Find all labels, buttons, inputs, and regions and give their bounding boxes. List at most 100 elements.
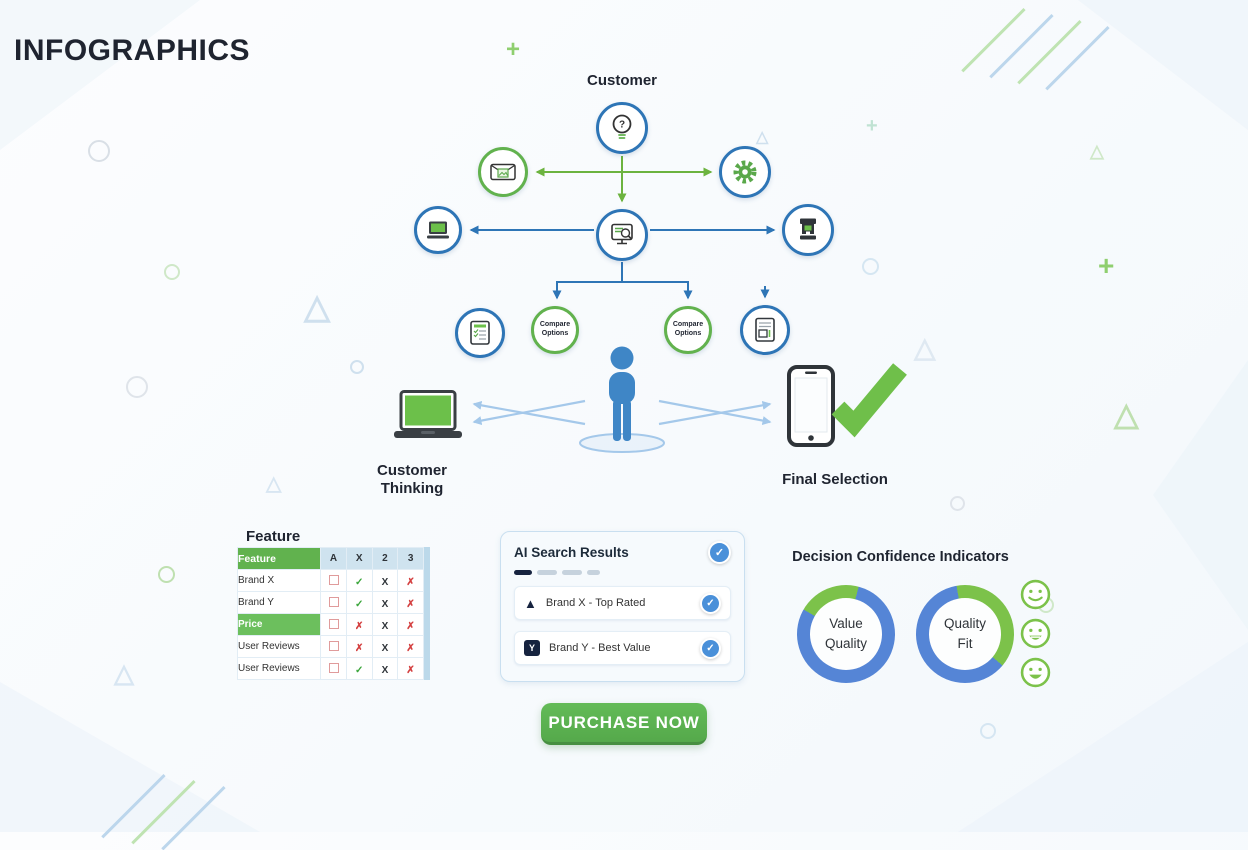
feature-cell-mark: ✗ (406, 642, 415, 654)
feature-cell-checkbox (328, 619, 339, 630)
decor-circle (158, 566, 175, 583)
feature-cell-mark: ✗ (406, 576, 415, 588)
decor-circle (164, 264, 180, 280)
feature-row-label: User Reviews (236, 635, 322, 658)
feature-row-label: Brand X (236, 569, 322, 592)
feature-row-label: Price (236, 613, 322, 636)
column-header: Feature (236, 547, 322, 570)
search-result-label: Brand X - Top Rated (545, 597, 646, 609)
compare-options-node-left: Compare Options (531, 306, 579, 354)
donut-label-line: Quality (943, 615, 987, 631)
compare-options-label: Compare (539, 321, 571, 329)
feature-table-title: Feature (246, 528, 301, 545)
decor-triangle: △ (304, 288, 331, 326)
decor-wash-top-right (1078, 0, 1248, 130)
decor-diagonal-line (131, 780, 196, 844)
brand-x-logo-icon: ▲ (524, 595, 537, 611)
smiley-face-icon (1020, 657, 1051, 688)
check-circle-icon: ✓ (708, 541, 731, 564)
report-document-icon (755, 317, 775, 342)
page-title: INFOGRAPHICS (14, 34, 251, 67)
decor-triangle: △ (756, 129, 769, 146)
column-header: A (320, 547, 347, 570)
customer-thinking-device (394, 390, 462, 445)
donut-label-line: Value (829, 615, 863, 631)
feature-row-label: Brand Y (236, 591, 322, 614)
decor-triangle: △ (266, 473, 282, 495)
search-result-row: ▲ Brand X - Top Rated ✓ (514, 586, 731, 620)
table-header-row: Feature A X 2 3 (236, 547, 424, 570)
feature-cell-checkbox (328, 575, 339, 586)
feature-cell-mark: ✓ (355, 598, 364, 610)
feature-cell-mark: X (381, 598, 389, 610)
progress-segment (514, 570, 532, 575)
smiley-face-icon (1020, 579, 1051, 610)
decor-circle (950, 496, 965, 511)
feature-cell-mark: ✗ (355, 642, 364, 654)
customer-thinking-label: Customer Thinking (376, 462, 447, 497)
check-circle-icon: ✓ (700, 592, 721, 614)
decor-plus: + (1098, 250, 1115, 281)
feature-cell-mark: ✗ (355, 620, 364, 632)
decor-diagonal-line (101, 774, 166, 838)
table-row: User Reviews ✗ X ✗ (236, 635, 424, 658)
decor-wash-bottom-right (958, 642, 1248, 832)
email-photo-icon (490, 163, 516, 181)
brand-y-logo-icon: Y (524, 640, 540, 656)
decor-wash-bottom-left (0, 682, 260, 832)
feature-cell-mark: X (381, 664, 389, 676)
column-header: 2 (371, 547, 399, 570)
table-row: Brand Y ✓ X ✗ (236, 591, 424, 614)
feature-cell-mark: X (381, 642, 389, 654)
table-accent-strip (424, 547, 430, 680)
feature-cell-checkbox (328, 597, 339, 608)
product-search-doc-icon (611, 223, 633, 245)
decor-circle (862, 258, 879, 275)
decor-diagonal-line (989, 14, 1054, 78)
decor-circle (126, 376, 148, 398)
decor-circle (980, 723, 996, 739)
progress-segment (587, 570, 600, 575)
smiley-face-icon (1020, 618, 1051, 649)
ai-progress-bar (501, 567, 744, 575)
customer-idea-node: ? (596, 102, 648, 154)
confidence-title: Decision Confidence Indicators (792, 549, 1009, 565)
coffee-machine-icon (800, 218, 816, 240)
decor-triangle: △ (1114, 396, 1139, 432)
progress-segment (562, 570, 582, 575)
table-row: Brand X ✓ X ✗ (236, 569, 424, 592)
feature-cell-mark: ✓ (355, 664, 364, 676)
decor-diagonal-line (161, 786, 226, 850)
donut-label-line: Fit (957, 636, 973, 651)
decor-diagonal-line (1045, 26, 1110, 90)
customer-label: Customer (586, 72, 657, 89)
feature-cell-mark: X (381, 620, 389, 632)
decor-circle (88, 140, 110, 162)
purchase-now-button[interactable]: PURCHASE NOW (541, 703, 707, 745)
decor-circle (350, 360, 364, 374)
column-header: X (345, 547, 373, 570)
final-selection-device (786, 363, 907, 459)
product-search-node (596, 209, 648, 261)
column-header: 3 (397, 547, 424, 570)
decor-diagonal-line (961, 8, 1026, 72)
confidence-donut-quality-fit: Quality Fit (916, 585, 1014, 683)
decor-plus: + (506, 36, 521, 63)
feature-cell-mark: ✗ (406, 620, 415, 632)
feature-cell-checkbox (328, 641, 339, 652)
feature-cell-mark: ✗ (406, 664, 415, 676)
svg-text:?: ? (619, 120, 625, 131)
decor-wash-top-left (0, 0, 200, 150)
table-row: Price ✗ X ✗ (236, 613, 424, 636)
settings-channel-node (719, 146, 771, 198)
feature-cell-mark: ✗ (406, 598, 415, 610)
green-checkmark-icon (831, 363, 907, 438)
email-channel-node (478, 147, 528, 197)
ai-search-title: AI Search Results (514, 545, 629, 560)
feature-row-label: User Reviews (236, 657, 322, 680)
progress-segment (537, 570, 557, 575)
confidence-donut-value-quality: Value Quality (797, 585, 895, 683)
confidence-smileys (1020, 579, 1051, 688)
report-doc-node (740, 305, 790, 355)
lightbulb-question-icon: ? (612, 114, 632, 139)
